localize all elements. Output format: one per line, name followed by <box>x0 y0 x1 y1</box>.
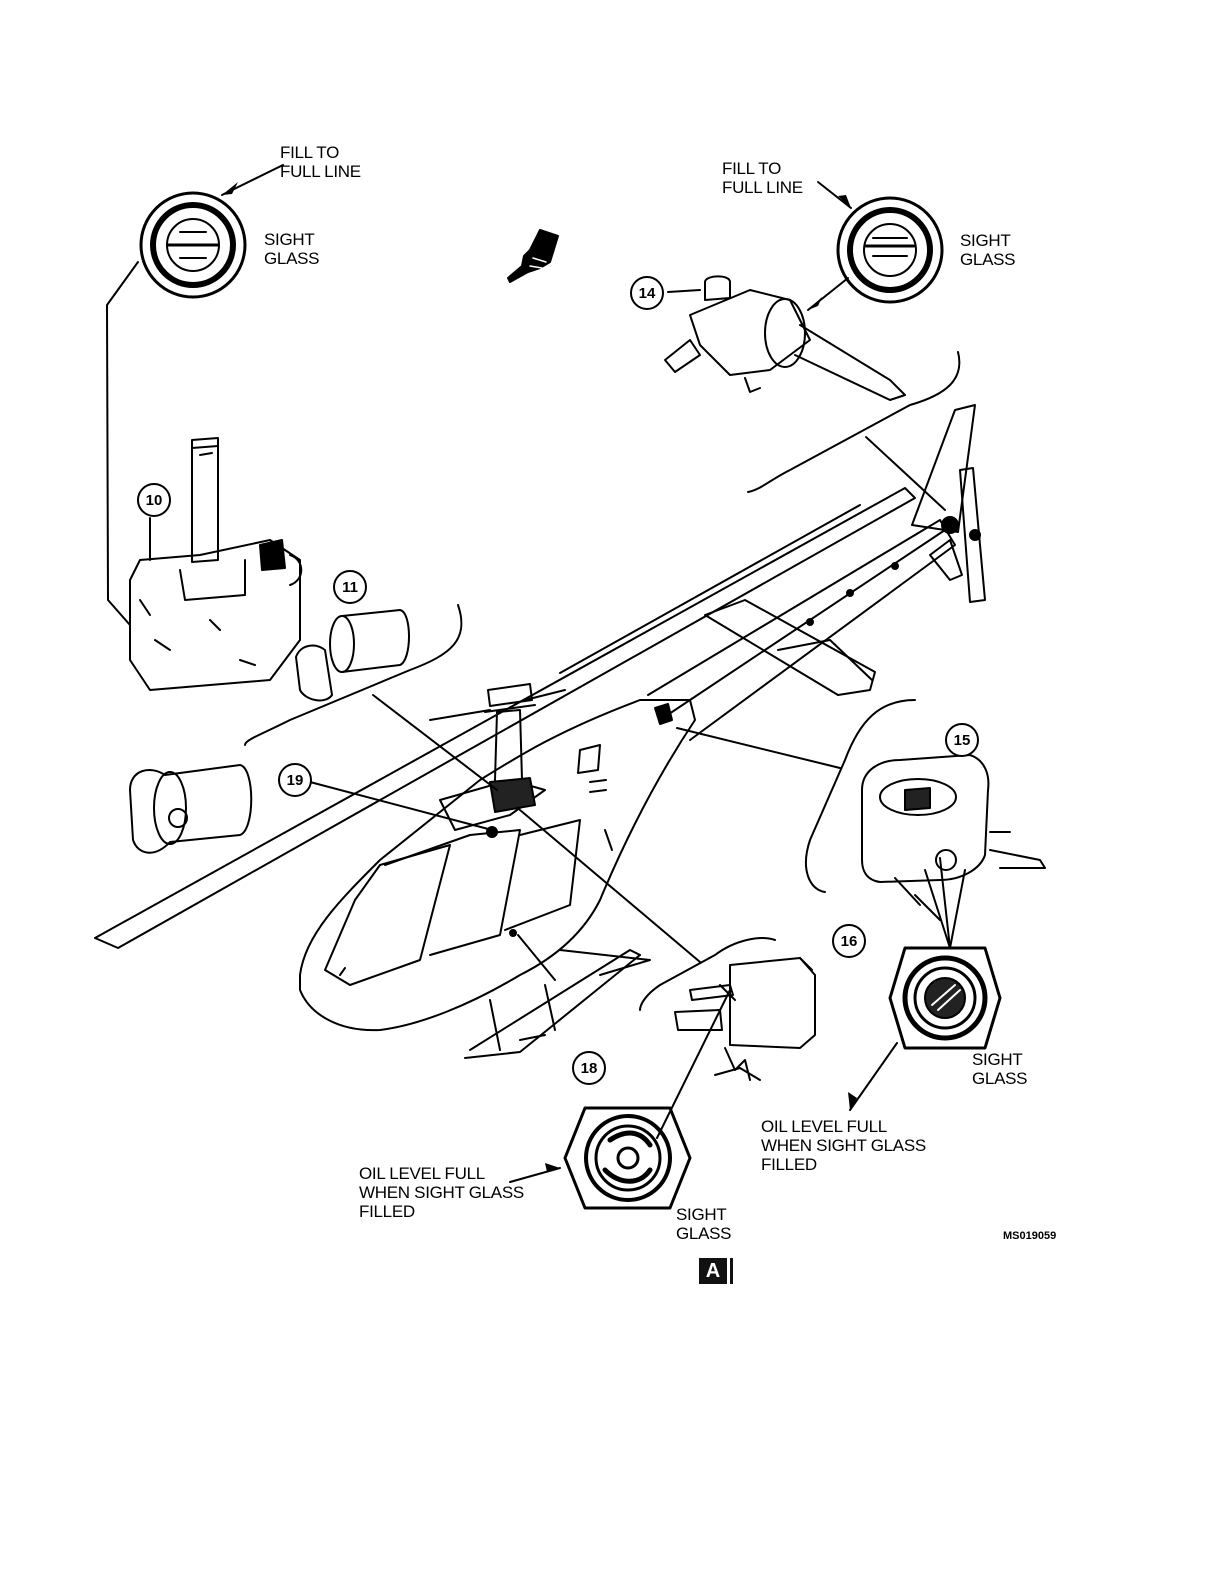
callout-11: 11 <box>333 570 367 604</box>
fill-to-full-line-label-left: FILL TO FULL LINE <box>280 143 361 181</box>
pointing-hand-icon <box>508 230 558 282</box>
callout-19: 19 <box>278 763 312 797</box>
callout-16: 16 <box>832 924 866 958</box>
sight-glass-label-right: SIGHT GLASS <box>960 231 1015 269</box>
sight-glass-label-tank: SIGHT GLASS <box>972 1050 1027 1088</box>
oil-level-full-label-bottom: OIL LEVEL FULL WHEN SIGHT GLASS FILLED <box>359 1164 524 1221</box>
callout-18: 18 <box>572 1051 606 1085</box>
sheet-marker: A <box>699 1258 727 1284</box>
sight-glass-round-left <box>141 193 245 297</box>
callout-15: 15 <box>945 723 979 757</box>
sight-glass-round-right <box>838 198 942 302</box>
callout-14: 14 <box>630 276 664 310</box>
sight-glass-hex-right <box>890 948 1000 1048</box>
tail-gearbox-inset <box>665 276 905 400</box>
callout-10: 10 <box>137 483 171 517</box>
sight-glass-label-bottom: SIGHT GLASS <box>676 1205 731 1243</box>
main-transmission-inset <box>130 438 301 690</box>
figure-code: MS019059 <box>1003 1230 1056 1242</box>
tail-boom <box>648 520 955 740</box>
filter-inset <box>130 610 409 853</box>
sight-glass-hex-bottom <box>565 1108 690 1208</box>
horizontal-stabilizer <box>705 600 875 695</box>
leader-lines <box>107 165 965 1182</box>
fuselage <box>300 684 695 1030</box>
arrowheads <box>222 182 857 1172</box>
oil-level-full-label-right: OIL LEVEL FULL WHEN SIGHT GLASS FILLED <box>761 1117 926 1174</box>
engine-gearbox-inset <box>675 958 815 1080</box>
inset-brackets <box>245 352 959 1010</box>
landing-skids <box>465 950 650 1058</box>
fill-to-full-line-label-right: FILL TO FULL LINE <box>722 159 803 197</box>
tail-fin-and-rotor <box>912 405 985 602</box>
oil-tank-inset <box>862 755 1045 920</box>
sight-glass-label-left: SIGHT GLASS <box>264 230 319 268</box>
